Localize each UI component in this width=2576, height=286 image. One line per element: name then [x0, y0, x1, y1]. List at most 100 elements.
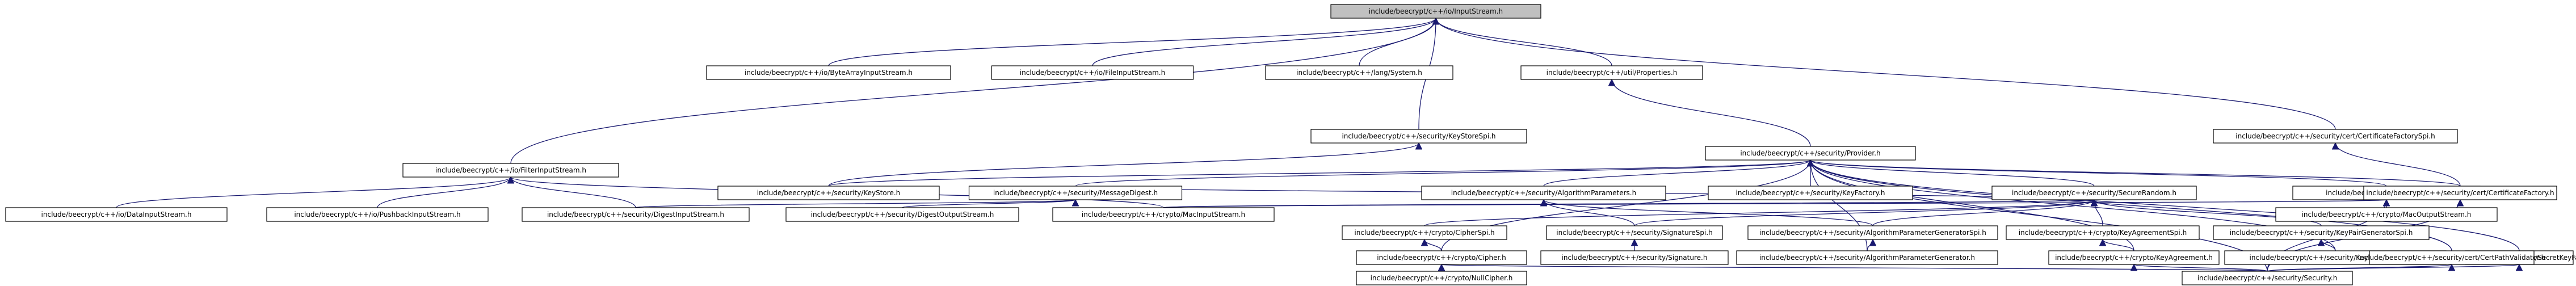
- graph-node[interactable]: include/beecrypt/c++/security/KeyStore.h: [717, 186, 940, 200]
- graph-node[interactable]: include/beecrypt/c++/security/cert/CertP…: [2358, 250, 2546, 265]
- node-box: [1546, 225, 1723, 240]
- dependency-edge: [511, 176, 636, 208]
- graph-node[interactable]: include/beecrypt/c++/io/FilterInputStrea…: [402, 163, 619, 178]
- dependency-edge: [1810, 160, 2268, 272]
- dependency-edge: [1436, 18, 2336, 130]
- dependency-edge: [510, 18, 1436, 164]
- dependency-edge: [635, 200, 1075, 208]
- dependency-edge: [1810, 159, 2095, 187]
- node-box: [1991, 186, 2197, 200]
- dependency-edge: [1424, 199, 2094, 226]
- node-label: include/beecrypt/c++/security/KeyStore.h: [757, 189, 901, 197]
- dependency-edge: [1810, 160, 2520, 251]
- node-label: include/beecrypt/c++/security/Signature.…: [1562, 254, 1708, 262]
- graph-node[interactable]: include/beecrypt/c++/security/SignatureS…: [1546, 225, 1723, 240]
- node-label: include/beecrypt/c++/crypto/KeyAgreement…: [2019, 229, 2187, 237]
- node-box: [2006, 225, 2200, 240]
- node-box: [2048, 250, 2220, 265]
- node-box: [1540, 250, 1729, 265]
- node-label: include/beecrypt/c++/io/FilterInputStrea…: [435, 166, 586, 174]
- dependency-edge: [1436, 18, 1612, 66]
- graph-node[interactable]: include/beecrypt/c++/security/AlgorithmP…: [1736, 250, 1998, 265]
- node-label: include/beecrypt/c++/io/PushbackInputStr…: [294, 211, 460, 218]
- node-box: [1310, 129, 1527, 144]
- graph-node[interactable]: include/beecrypt/c++/crypto/KeyAgreement…: [2048, 250, 2220, 265]
- node-box: [1342, 225, 1507, 240]
- node-label: include/beecrypt/c++/security/SignatureS…: [1556, 229, 1712, 237]
- dependency-edge: [828, 18, 1436, 66]
- node-label: include/beecrypt/c++/io/DataInputStream.…: [41, 211, 192, 218]
- node-label: include/beecrypt/c++/security/DigestInpu…: [547, 211, 724, 218]
- dependency-edge: [1543, 159, 1810, 187]
- node-label: include/beecrypt/c++/security/cert/Certi…: [2235, 132, 2435, 140]
- node-label: include/beecrypt/c++/crypto/NullCipher.h: [1371, 274, 1513, 282]
- node-box: [2363, 186, 2557, 200]
- node-box: [5, 207, 228, 222]
- dependency-edge: [1634, 199, 2094, 226]
- graph-node[interactable]: include/beecrypt/c++/crypto/CipherSpi.h: [1342, 225, 1507, 240]
- graph-node[interactable]: include/beecrypt/c++/io/ByteArrayInputSt…: [706, 65, 951, 80]
- node-box: [1736, 250, 1998, 265]
- graph-node[interactable]: include/beecrypt/c++/crypto/NullCipher.h: [1356, 271, 1527, 285]
- node-label: include/beecrypt/c++/io/FileInputStream.…: [1020, 69, 1165, 77]
- graph-node[interactable]: include/beecrypt/c++/io/DataInputStream.…: [5, 207, 228, 222]
- graph-node[interactable]: include/beecrypt/c++/security/cert/Certi…: [2363, 186, 2557, 200]
- node-label: include/beecrypt/c++/crypto/MacOutputStr…: [2302, 211, 2472, 218]
- dependency-edge: [377, 176, 511, 208]
- node-label: include/beecrypt/c++/security/AlgorithmP…: [1759, 229, 1986, 237]
- graph-node[interactable]: include/beecrypt/c++/security/DigestInpu…: [522, 207, 750, 222]
- dependency-edge: [2103, 239, 2134, 251]
- graph-node[interactable]: include/beecrypt/c++/security/MessageDig…: [968, 186, 1183, 200]
- node-box: [1265, 65, 1453, 80]
- node-label: include/beecrypt/c++/security/AlgorithmP…: [1759, 254, 1975, 262]
- graph-node[interactable]: include/beecrypt/c++/security/Provider.h: [1705, 146, 1916, 161]
- graph-node[interactable]: include/beecrypt/c++/crypto/MacOutputStr…: [2275, 207, 2498, 222]
- dependency-edge: [828, 142, 1419, 187]
- node-box: [1330, 4, 1541, 19]
- node-label: include/beecrypt/c++/security/Security.h: [2197, 274, 2338, 282]
- node-label: include/beecrypt/c++/lang/System.h: [1296, 69, 1422, 77]
- dependency-edge: [1424, 239, 1442, 251]
- dependency-edge: [1163, 200, 2386, 208]
- graph-node[interactable]: include/beecrypt/c++/security/KeyStoreSp…: [1310, 129, 1527, 144]
- node-box: [785, 207, 1019, 222]
- graph-node[interactable]: include/beecrypt/c++/util/Properties.h: [1520, 65, 1703, 80]
- dependency-edge: [1612, 79, 1811, 147]
- node-box: [2182, 271, 2353, 285]
- graph-node[interactable]: include/beecrypt/c++/security/KeyPairGen…: [2213, 225, 2430, 240]
- graph-node[interactable]: include/beecrypt/c++/crypto/Cipher.h: [1356, 250, 1527, 265]
- dependency-edge: [1810, 159, 2461, 187]
- graph-node[interactable]: include/beecrypt/c++/security/cert/Certi…: [2213, 129, 2458, 144]
- node-box: [991, 65, 1194, 80]
- node-box: [1708, 186, 1913, 200]
- node-box: [1520, 65, 1703, 80]
- node-label: include/beecrypt/c++/security/DigestOutp…: [811, 211, 994, 218]
- nodes-layer: include/beecrypt/c++/io/InputStream.h inc…: [5, 4, 2576, 285]
- node-label: include/beecrypt/c++/io/ByteArrayInputSt…: [745, 69, 913, 77]
- node-label: include/beecrypt/c++/security/AlgorithmP…: [1451, 189, 1636, 197]
- graph-node[interactable]: include/beecrypt/c++/crypto/KeyAgreement…: [2006, 225, 2200, 240]
- graph-node[interactable]: include/beecrypt/c++/security/KeyFactory…: [1708, 186, 1913, 200]
- node-box: [2275, 207, 2498, 222]
- dependency-edge: [1163, 200, 2094, 208]
- graph-node[interactable]: include/beecrypt/c++/io/PushbackInputStr…: [266, 207, 489, 222]
- graph-node[interactable]: include/beecrypt/c++/security/SecureRand…: [1991, 186, 2197, 200]
- node-label: include/beecrypt/c++/crypto/KeyAgreement…: [2055, 254, 2213, 262]
- node-box: [522, 207, 750, 222]
- node-box: [402, 163, 619, 178]
- graph-node[interactable]: include/beecrypt/c++/security/Security.h: [2182, 271, 2353, 285]
- graph-node[interactable]: include/beecrypt/c++/security/AlgorithmP…: [1421, 186, 1666, 200]
- graph-node[interactable]: include/beecrypt/c++/security/Signature.…: [1540, 250, 1729, 265]
- node-label: include/beecrypt/c++/security/Provider.h: [1740, 149, 1880, 157]
- root-node: include/beecrypt/c++/io/InputStream.h: [1330, 4, 1541, 19]
- graph-node[interactable]: include/beecrypt/c++/io/FileInputStream.…: [991, 65, 1194, 80]
- graph-node[interactable]: include/beecrypt/c++/crypto/MacInputStre…: [1052, 207, 1275, 222]
- node-label: include/beecrypt/c++/crypto/CipherSpi.h: [1354, 229, 1494, 237]
- node-box: [1356, 271, 1527, 285]
- node-label: include/beecrypt/c++/security/KeyFactory…: [1736, 189, 1885, 197]
- graph-node[interactable]: include/beecrypt/c++/security/DigestOutp…: [785, 207, 1019, 222]
- dependency-edge: [1810, 159, 2387, 187]
- graph-node[interactable]: include/beecrypt/c++/lang/System.h: [1265, 65, 1453, 80]
- graph-node[interactable]: include/beecrypt/c++/security/AlgorithmP…: [1747, 225, 1998, 240]
- node-box: [1356, 250, 1527, 265]
